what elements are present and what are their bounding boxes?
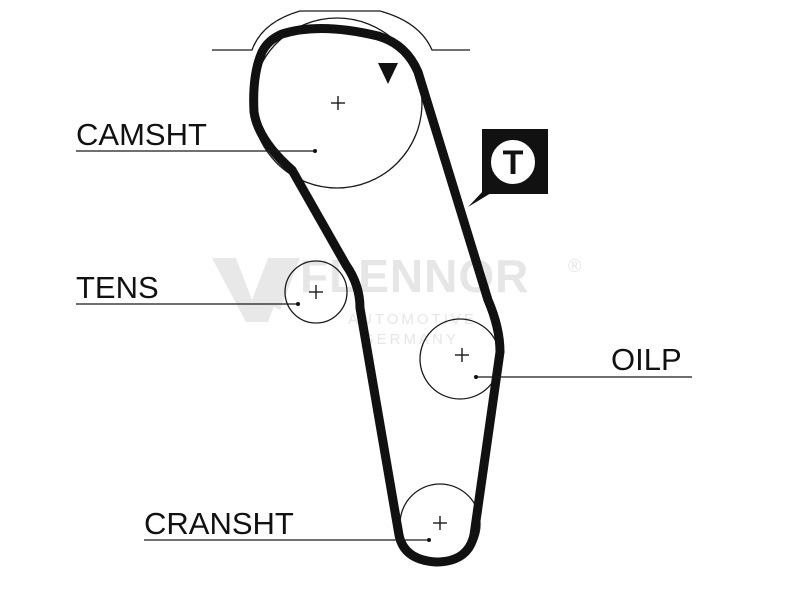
watermark-brand: FLENNOR: [300, 250, 529, 302]
timing-belt: [249, 24, 505, 567]
crankshaft-label: CRANSHT: [144, 506, 294, 541]
oil-pump-callout: OILP: [474, 342, 692, 379]
tensioner-label: TENS: [76, 270, 159, 305]
crankshaft-center-mark: [433, 516, 447, 530]
watermark-registered-mark: ®: [568, 256, 581, 276]
oil-pump-label: OILP: [611, 342, 682, 377]
watermark-line2: GERMANY: [362, 331, 459, 348]
badge-circle: [489, 138, 537, 186]
cover-outline: [212, 10, 470, 51]
flennor-watermark: FLENNOR ® AUTOMOTIVE GERMANY: [212, 250, 581, 348]
camshaft-center-mark: [331, 96, 345, 110]
oil-pump-center-mark: [455, 348, 469, 362]
tensioner-callout: TENS: [76, 270, 300, 306]
flennor-logo-mark: [212, 258, 300, 322]
watermark-line1: AUTOMOTIVE: [348, 311, 477, 328]
oil-pump-pulley: [419, 318, 501, 400]
crankshaft-callout: CRANSHT: [144, 506, 431, 542]
tensioner-pulley: [284, 260, 348, 324]
tensioner-badge: T: [468, 129, 548, 207]
tensioner-center-mark: [309, 285, 323, 299]
camshaft-callout: CAMSHT: [76, 117, 317, 153]
rotation-direction-arrow-icon: [378, 63, 398, 84]
badge-letter: T: [503, 144, 524, 182]
camshaft-label: CAMSHT: [76, 117, 207, 152]
